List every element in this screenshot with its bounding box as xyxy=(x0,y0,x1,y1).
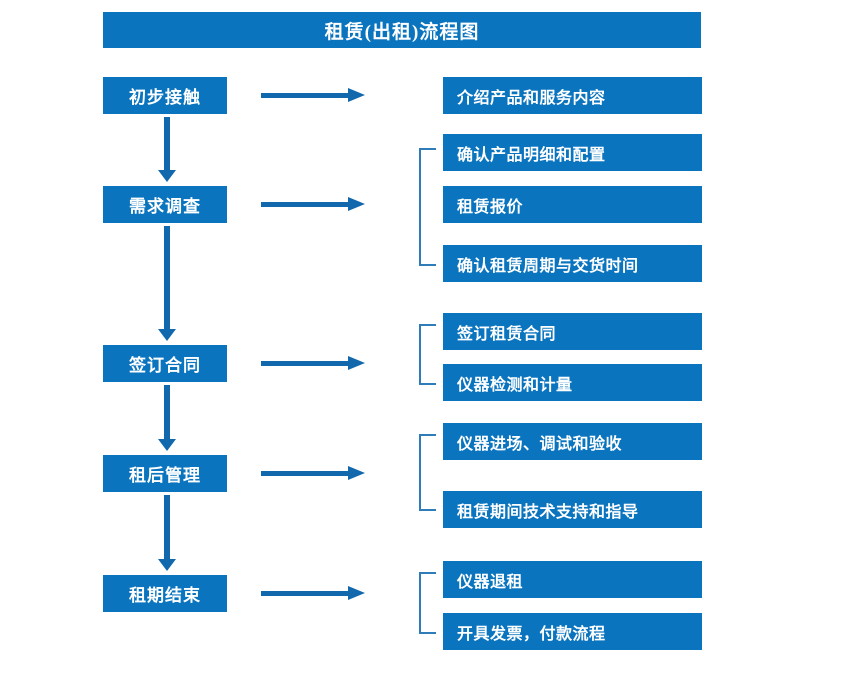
stage-box-4[interactable]: 租后管理 xyxy=(103,455,227,492)
stage-box-5[interactable]: 租期结束 xyxy=(103,575,227,612)
arrow-shaft xyxy=(261,93,349,98)
arrow-shaft xyxy=(164,385,170,439)
arrow-head-right-icon xyxy=(348,466,365,480)
stage-box-3[interactable]: 签订合同 xyxy=(103,345,227,382)
detail-box-10[interactable]: 开具发票，付款流程 xyxy=(443,613,702,650)
vertical-arrow-3 xyxy=(158,385,176,451)
detail-box-9[interactable]: 仪器退租 xyxy=(443,561,702,598)
arrow-head-right-icon xyxy=(348,197,365,211)
arrow-shaft xyxy=(164,117,170,170)
horizontal-arrow-5 xyxy=(261,586,365,600)
arrow-shaft xyxy=(261,471,349,476)
arrow-head-right-icon xyxy=(348,586,365,600)
arrow-head-down-icon xyxy=(158,439,176,451)
stage-box-1[interactable]: 初步接触 xyxy=(103,77,227,114)
arrow-head-right-icon xyxy=(348,88,365,102)
detail-box-5[interactable]: 签订租赁合同 xyxy=(443,313,702,350)
detail-box-7[interactable]: 仪器进场、调试和验收 xyxy=(443,423,702,460)
detail-box-2[interactable]: 确认产品明细和配置 xyxy=(443,134,702,171)
vertical-arrow-2 xyxy=(158,226,176,341)
stage-box-2[interactable]: 需求调查 xyxy=(103,186,227,223)
arrow-head-down-icon xyxy=(158,170,176,182)
arrow-shaft xyxy=(164,226,170,329)
arrow-head-down-icon xyxy=(158,329,176,341)
horizontal-arrow-2 xyxy=(261,197,365,211)
vertical-arrow-4 xyxy=(158,495,176,571)
group-bracket-2 xyxy=(419,324,436,385)
detail-box-8[interactable]: 租赁期间技术支持和指导 xyxy=(443,491,702,528)
arrow-shaft xyxy=(261,591,349,596)
arrow-head-right-icon xyxy=(348,356,365,370)
detail-box-4[interactable]: 确认租赁周期与交货时间 xyxy=(443,245,702,282)
detail-box-6[interactable]: 仪器检测和计量 xyxy=(443,364,702,401)
group-bracket-4 xyxy=(419,572,436,634)
vertical-arrow-1 xyxy=(158,117,176,182)
group-bracket-1 xyxy=(419,148,436,266)
horizontal-arrow-1 xyxy=(261,88,365,102)
detail-box-3[interactable]: 租赁报价 xyxy=(443,186,702,223)
horizontal-arrow-3 xyxy=(261,356,365,370)
arrow-shaft xyxy=(261,361,349,366)
group-bracket-3 xyxy=(419,434,436,511)
horizontal-arrow-4 xyxy=(261,466,365,480)
arrow-shaft xyxy=(261,202,349,207)
page-title: 租赁(出租)流程图 xyxy=(103,12,701,48)
arrow-shaft xyxy=(164,495,170,559)
arrow-head-down-icon xyxy=(158,559,176,571)
detail-box-1[interactable]: 介绍产品和服务内容 xyxy=(443,77,702,114)
